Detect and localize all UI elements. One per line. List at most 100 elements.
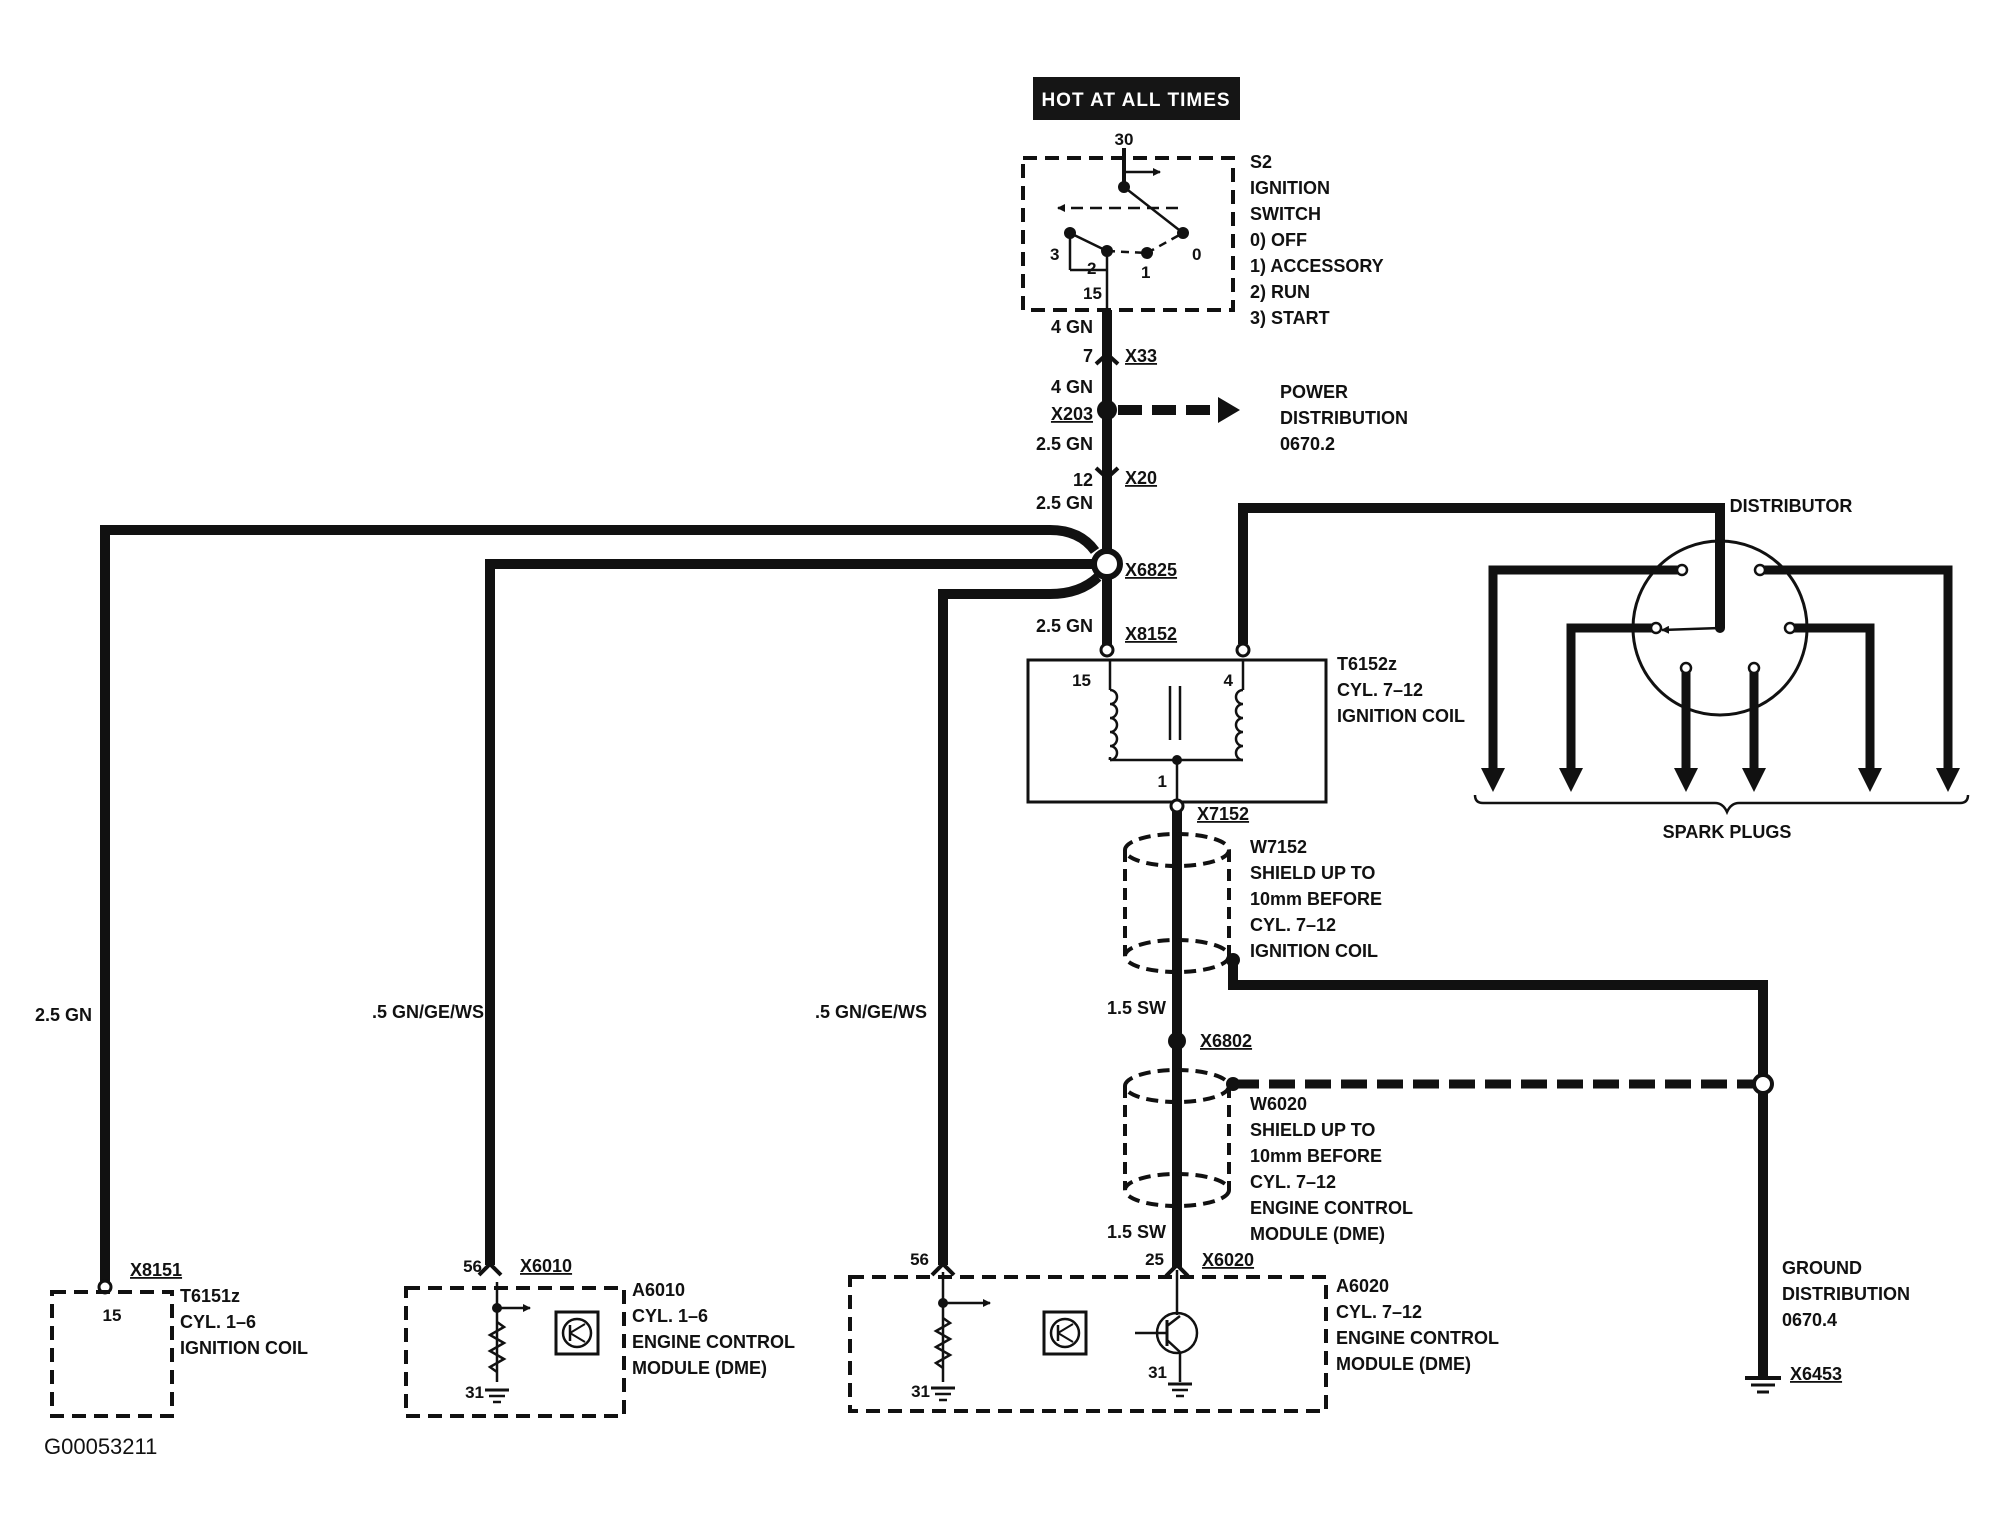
svg-text:DISTRIBUTOR: DISTRIBUTOR [1730,496,1853,516]
svg-text:1: 1 [1141,263,1150,282]
svg-text:56: 56 [463,1257,482,1276]
svg-text:10mm BEFORE: 10mm BEFORE [1250,1146,1382,1166]
ground-wires: GROUND DISTRIBUTION 0670.4 X6453 [1228,960,1910,1394]
svg-text:ENGINE CONTROL: ENGINE CONTROL [632,1332,795,1352]
engine-control-module-a6010: 56 X6010 31 A6010 CYL. 1–6 ENGINE CONTRO… [404,1256,795,1418]
svg-text:CYL. 1–6: CYL. 1–6 [632,1306,708,1326]
svg-text:X8151: X8151 [130,1260,182,1280]
svg-text:CYL. 1–6: CYL. 1–6 [180,1312,256,1332]
coil-output-labels: 1.5 SW X6802 1.5 SW [1107,998,1252,1242]
svg-text:IGNITION COIL: IGNITION COIL [180,1338,308,1358]
svg-text:CYL. 7–12: CYL. 7–12 [1250,1172,1336,1192]
svg-text:2.5 GN: 2.5 GN [35,1005,92,1025]
svg-text:SHIELD UP TO: SHIELD UP TO [1250,863,1375,883]
svg-text:X203: X203 [1051,404,1093,424]
svg-text:ENGINE CONTROL: ENGINE CONTROL [1336,1328,1499,1348]
svg-text:3) START: 3) START [1250,308,1330,328]
spark-plug-leads: SPARK PLUGS [1473,563,1970,842]
svg-text:W6020: W6020 [1250,1094,1307,1114]
svg-text:0670.2: 0670.2 [1280,434,1335,454]
svg-text:T6151z: T6151z [180,1286,240,1306]
shield-w6020: W6020 SHIELD UP TO 10mm BEFORE CYL. 7–12… [1123,1068,1413,1244]
svg-text:POWER: POWER [1280,382,1348,402]
svg-text:ENGINE CONTROL: ENGINE CONTROL [1250,1198,1413,1218]
svg-text:0: 0 [1192,245,1201,264]
svg-text:CYL. 7–12: CYL. 7–12 [1250,915,1336,935]
svg-text:2) RUN: 2) RUN [1250,282,1310,302]
svg-text:1) ACCESSORY: 1) ACCESSORY [1250,256,1384,276]
svg-text:15: 15 [1072,671,1091,690]
svg-text:1.5 SW: 1.5 SW [1107,998,1166,1018]
svg-text:2: 2 [1087,259,1096,278]
distributor: DISTRIBUTOR [1238,496,1853,717]
svg-text:S2: S2 [1250,152,1272,172]
ignition-coil-t6152z: 15 4 1 [1026,642,1328,804]
svg-text:MODULE (DME): MODULE (DME) [1336,1354,1471,1374]
svg-text:X6453: X6453 [1790,1364,1842,1384]
engine-control-module-a6020: 56 25 X6020 31 31 A6020 CYL. 7–12 ENGINE… [848,1250,1499,1413]
svg-text:DISTRIBUTION: DISTRIBUTION [1782,1284,1910,1304]
svg-text:MODULE (DME): MODULE (DME) [632,1358,767,1378]
svg-text:X6802: X6802 [1200,1031,1252,1051]
svg-text:IGNITION: IGNITION [1250,178,1330,198]
svg-text:2.5 GN: 2.5 GN [1036,434,1093,454]
branch-wires [97,525,1102,1295]
svg-text:15: 15 [1083,284,1102,303]
svg-text:3: 3 [1050,245,1059,264]
svg-text:DISTRIBUTION: DISTRIBUTION [1280,408,1408,428]
svg-text:X8152: X8152 [1125,624,1177,644]
svg-text:.5 GN/GE/WS: .5 GN/GE/WS [372,1002,484,1022]
svg-text:SWITCH: SWITCH [1250,204,1321,224]
svg-text:IGNITION COIL: IGNITION COIL [1337,706,1465,726]
svg-text:HOT AT ALL TIMES: HOT AT ALL TIMES [1041,90,1230,111]
svg-text:25: 25 [1145,1250,1164,1269]
hot-at-all-times-banner: HOT AT ALL TIMES [1033,77,1240,120]
svg-text:X6010: X6010 [520,1256,572,1276]
svg-text:4: 4 [1224,671,1234,690]
svg-text:10mm BEFORE: 10mm BEFORE [1250,889,1382,909]
svg-text:IGNITION COIL: IGNITION COIL [1250,941,1378,961]
svg-text:1: 1 [1158,772,1167,791]
svg-text:CYL. 7–12: CYL. 7–12 [1337,680,1423,700]
svg-text:.5 GN/GE/WS: .5 GN/GE/WS [815,1002,927,1022]
svg-text:X33: X33 [1125,346,1157,366]
shield-w7152: W7152 SHIELD UP TO 10mm BEFORE CYL. 7–12… [1123,832,1382,974]
svg-text:4 GN: 4 GN [1051,317,1093,337]
svg-text:0) OFF: 0) OFF [1250,230,1307,250]
ignition-switch-label: S2 IGNITION SWITCH 0) OFF 1) ACCESSORY 2… [1250,152,1384,328]
svg-text:A6010: A6010 [632,1280,685,1300]
svg-text:SHIELD UP TO: SHIELD UP TO [1250,1120,1375,1140]
svg-text:1.5 SW: 1.5 SW [1107,1222,1166,1242]
svg-text:CYL. 7–12: CYL. 7–12 [1336,1302,1422,1322]
svg-text:X20: X20 [1125,468,1157,488]
svg-text:4 GN: 4 GN [1051,377,1093,397]
coil-output-wire: X7152 [1164,798,1249,1278]
svg-text:56: 56 [910,1250,929,1269]
svg-text:7: 7 [1083,346,1093,366]
svg-text:2.5 GN: 2.5 GN [1036,493,1093,513]
svg-text:MODULE (DME): MODULE (DME) [1250,1224,1385,1244]
svg-text:A6020: A6020 [1336,1276,1389,1296]
svg-text:GROUND: GROUND [1782,1258,1862,1278]
ignition-coil-t6151z: X8151 15 T6151z CYL. 1–6 IGNITION COIL [50,1260,308,1418]
power-distribution-arrow: POWER DISTRIBUTION 0670.2 [1118,382,1408,454]
ignition-coil-t6152z-label: T6152z CYL. 7–12 IGNITION COIL [1337,654,1465,726]
svg-text:0670.4: 0670.4 [1782,1310,1837,1330]
svg-text:30: 30 [1115,130,1134,149]
svg-text:31: 31 [1148,1363,1167,1382]
svg-text:T6152z: T6152z [1337,654,1397,674]
svg-text:W7152: W7152 [1250,837,1307,857]
svg-text:31: 31 [911,1382,930,1401]
svg-text:31: 31 [465,1383,484,1402]
branch-wire-labels: 2.5 GN .5 GN/GE/WS .5 GN/GE/WS [35,1002,927,1025]
svg-text:SPARK PLUGS: SPARK PLUGS [1663,822,1792,842]
figure-id: G00053211 [44,1434,157,1459]
svg-text:12: 12 [1073,470,1093,490]
svg-text:15: 15 [103,1306,122,1325]
svg-text:X6825: X6825 [1125,560,1177,580]
svg-text:X6020: X6020 [1202,1250,1254,1270]
ignition-switch-s2: 30 3 2 1 0 15 [1021,130,1235,312]
main-feed-wire [1091,310,1123,658]
main-feed-labels: 4 GN 7 X33 4 GN X203 2.5 GN 12 X20 2.5 G… [1036,317,1177,644]
